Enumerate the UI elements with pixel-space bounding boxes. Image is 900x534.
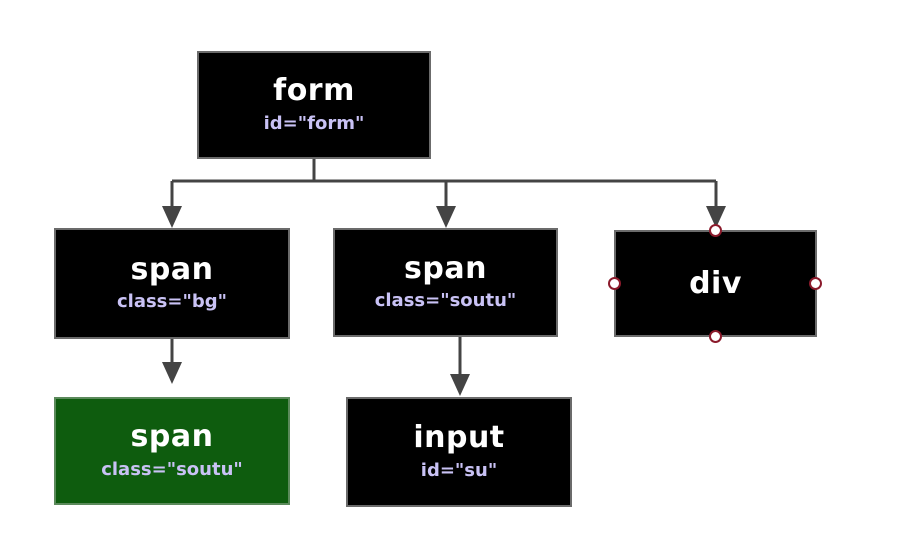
node-tag-label: input — [413, 420, 505, 456]
resize-handle-right[interactable] — [809, 277, 822, 290]
node-span-bg[interactable]: span class="bg" — [54, 228, 290, 339]
node-tag-label: form — [273, 73, 355, 109]
node-div[interactable]: div — [614, 230, 817, 337]
resize-handle-left[interactable] — [608, 277, 621, 290]
node-attribute-label: class="bg" — [116, 291, 228, 313]
node-attribute-label: class="soutu" — [374, 290, 517, 312]
arrowhead-span-soutu-2 — [162, 362, 182, 384]
node-attribute-label: class="soutu" — [101, 458, 243, 480]
node-attribute-label: id="form" — [263, 112, 365, 134]
node-form[interactable]: form id="form" — [197, 51, 431, 159]
arrowhead-input — [450, 374, 470, 396]
node-attribute-label: id="su" — [420, 459, 498, 481]
node-tag-label: div — [689, 265, 742, 301]
resize-handle-bottom[interactable] — [709, 330, 722, 343]
node-tag-label: span — [404, 250, 487, 286]
node-span-soutu-child[interactable]: span class="soutu" — [54, 397, 290, 505]
arrowhead-span-soutu — [436, 206, 456, 228]
resize-handle-top[interactable] — [709, 224, 722, 237]
node-input-su[interactable]: input id="su" — [346, 397, 572, 507]
node-span-soutu[interactable]: span class="soutu" — [333, 228, 558, 337]
arrowhead-span-bg — [162, 206, 182, 228]
node-tag-label: span — [130, 419, 214, 455]
node-tag-label: span — [130, 251, 214, 287]
